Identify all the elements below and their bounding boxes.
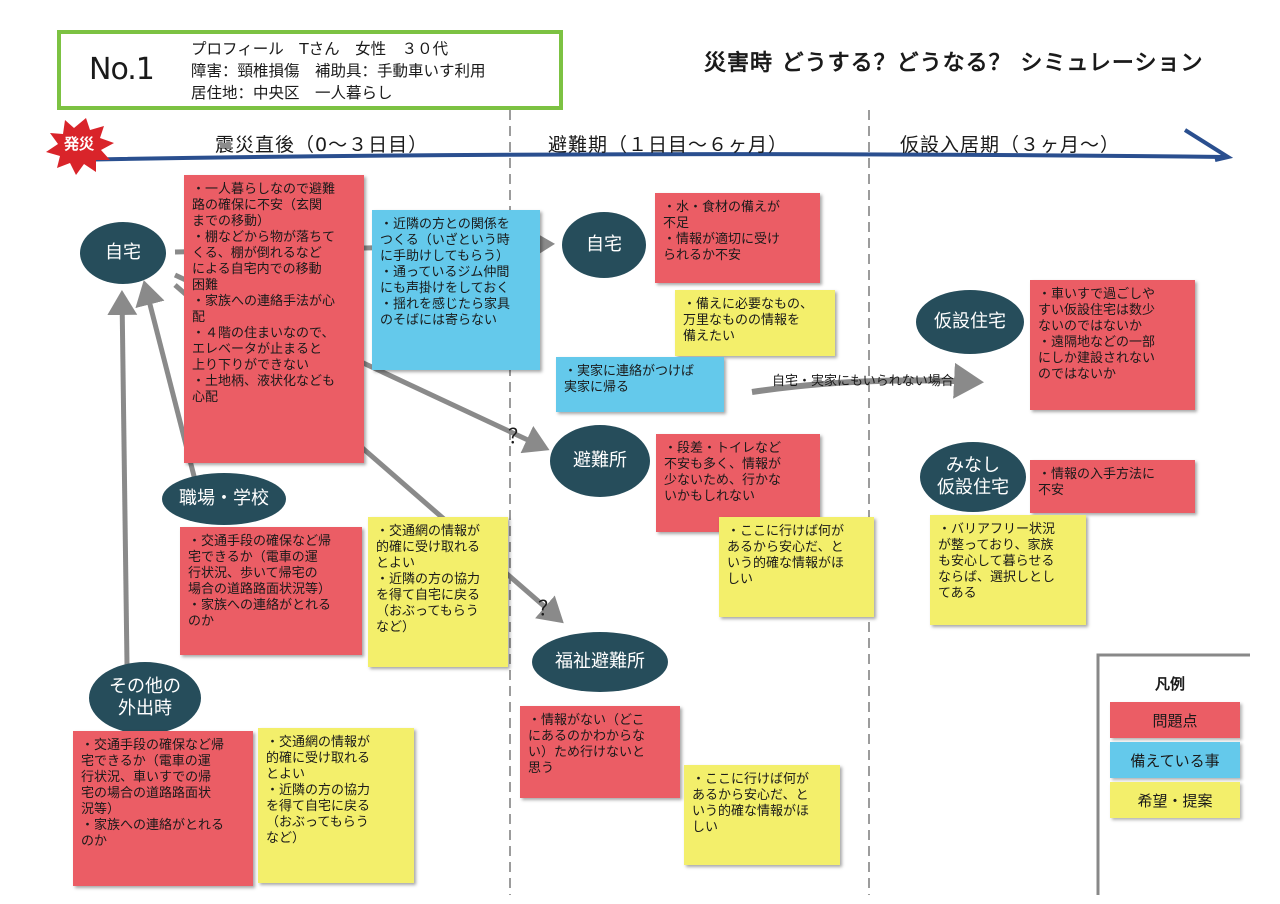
legend-title: 凡例 — [1155, 675, 1186, 693]
note-home2-problems: ・水・食材の備えが 不足 ・情報が適切に受け られるか不安 — [655, 193, 820, 283]
note-work-wishes: ・交通網の情報が 的確に受け取れる とよい ・近隣の方の協力 を得て自宅に戻る … — [368, 517, 508, 667]
legend-bracket — [1096, 653, 1250, 895]
node-temporary-housing: 仮設住宅 — [916, 290, 1024, 354]
node-shelter: 避難所 — [550, 425, 650, 497]
note-deemed-wishes: ・バリアフリー状況 が整っており、家族 も安心して暮らせる ならば、選択しとし … — [930, 515, 1086, 625]
note-home-problems: ・一人暮らしなので避難 路の確保に不安（玄関 までの移動） ・棚などから物が落ち… — [184, 175, 364, 463]
arrow-other-to-home — [107, 290, 138, 666]
profile-number: No.1 — [89, 52, 155, 87]
note-temp-housing-problems: ・車いすで過ごしや すい仮設住宅は数少 ないのではないか ・遠隔地などの一部 に… — [1030, 280, 1195, 410]
note-work-problems: ・交通手段の確保など帰 宅できるか（電車の運 行状況、歩いて帰宅の 場合の道路路… — [180, 527, 362, 655]
node-welfare-shelter: 福祉避難所 — [532, 632, 668, 692]
note-welfare-wishes: ・ここに行けば何が あるから安心だ、と いう的確な情報がほ しい — [684, 765, 840, 865]
legend-preparations: 備えている事 — [1110, 742, 1240, 778]
node-other-outing: その他の 外出時 — [89, 662, 201, 734]
question-mark-welfare: ？ — [538, 596, 558, 620]
hassai-badge-shape — [46, 118, 114, 175]
note-shelter-problems: ・段差・トイレなど 不安も多く、情報が 少ないため、行かな いかもしれない — [656, 434, 820, 532]
note-welfare-problems: ・情報がない（どこ にあるのかわからな い）ため行けないと 思う — [520, 706, 680, 798]
profile-box: No.1 プロフィール Tさん 女性 ３０代 障害：頸椎損傷 補助具：手動車いす… — [57, 30, 563, 110]
note-home2-preparations: ・実家に連絡がつけば 実家に帰る — [556, 357, 724, 412]
node-home-evacuation: 自宅 — [562, 212, 646, 278]
timeline-arrowhead — [1183, 128, 1234, 162]
legend-wishes-label: 希望・提案 — [1137, 791, 1213, 810]
node-other-line2: 外出時 — [118, 698, 172, 719]
hassai-label: 発災 — [64, 135, 95, 153]
node-deemed-line1: みなし — [946, 455, 1000, 476]
legend-problems-label: 問題点 — [1152, 711, 1198, 730]
arrow-label-cannot-stay: 自宅・実家にもいられない場合 — [772, 374, 954, 389]
page-title: 災害時 どうする？どうなる？ シミュレーション — [704, 51, 1204, 76]
node-home: 自宅 — [80, 222, 166, 284]
note-other-problems: ・交通手段の確保など帰 宅できるか（電車の運 行状況、車いすでの帰 宅の場合の道… — [73, 731, 253, 886]
profile-line: プロフィール Tさん 女性 ３０代 — [191, 40, 449, 58]
legend-preparations-label: 備えている事 — [1130, 751, 1220, 770]
legend-problems: 問題点 — [1110, 702, 1240, 738]
note-deemed-problems: ・情報の入手方法に 不安 — [1030, 460, 1195, 513]
node-work-school: 職場・学校 — [162, 473, 286, 525]
note-shelter-wishes: ・ここに行けば何が あるから安心だ、と いう的確な情報がほ しい — [719, 517, 874, 617]
question-mark-shelter: ？ — [508, 424, 528, 448]
profile-line: 居住地：中央区 一人暮らし — [191, 84, 393, 102]
legend-wishes: 希望・提案 — [1110, 782, 1240, 818]
phase-heading-2: 避難期（１日目～６ヶ月） — [548, 134, 789, 156]
node-deemed-temporary-housing: みなし 仮設住宅 — [920, 442, 1026, 512]
phase-heading-1: 震災直後（0～３日目） — [215, 134, 429, 156]
phase-heading-3: 仮設入居期（３ヶ月～） — [900, 134, 1121, 156]
note-home2-wishes: ・備えに必要なもの、 万里なものの情報を 備えたい — [675, 290, 835, 356]
note-home-preparations: ・近隣の方との関係を つくる（いざという時 に手助けしてもらう） ・通っているジ… — [372, 210, 540, 370]
profile-line: 障害：頸椎損傷 補助具：手動車いす利用 — [191, 62, 486, 80]
profile-details: プロフィール Tさん 女性 ３０代 障害：頸椎損傷 補助具：手動車いす利用 居住… — [191, 38, 486, 104]
timeline-line — [59, 152, 1226, 162]
arrow-to-temp — [751, 362, 984, 399]
note-other-wishes: ・交通網の情報が 的確に受け取れる とよい ・近隣の方の協力 を得て自宅に戻る … — [258, 728, 414, 883]
node-deemed-line2: 仮設住宅 — [937, 477, 1009, 498]
node-other-line1: その他の — [109, 676, 181, 697]
